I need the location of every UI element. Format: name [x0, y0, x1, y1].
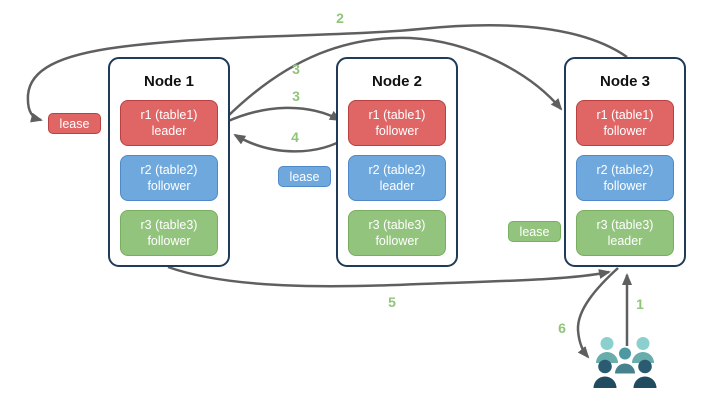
replica-name: r3 (table3) [596, 218, 654, 232]
replica-role: follower [375, 234, 419, 248]
replica-name: r2 (table2) [140, 163, 198, 177]
node-2-replica-r3: r3 (table3) follower [348, 210, 446, 256]
replica-role: follower [375, 124, 419, 138]
node-1-replica-r1: r1 (table1) leader [120, 100, 218, 146]
replica-role: follower [603, 124, 647, 138]
node-3-replica-r1: r1 (table1) follower [576, 100, 674, 146]
node-3-replica-r3: r3 (table3) leader [576, 210, 674, 256]
node-3-replica-r2: r2 (table2) follower [576, 155, 674, 201]
lease-badge-r1: lease [48, 113, 101, 134]
node-1-replica-r2: r2 (table2) follower [120, 155, 218, 201]
replica-name: r2 (table2) [596, 163, 654, 177]
replica-name: r3 (table3) [368, 218, 426, 232]
replica-role: leader [151, 124, 187, 138]
node-2-replica-r2: r2 (table2) leader [348, 155, 446, 201]
node-2: Node 2 r1 (table1) follower r2 (table2) … [336, 57, 458, 267]
replica-role: leader [607, 234, 643, 248]
replica-name: r1 (table1) [596, 108, 654, 122]
arrow-step5-node1-to-node3 [167, 265, 611, 288]
replica-name: r1 (table1) [368, 108, 426, 122]
node-3-title: Node 3 [599, 73, 650, 90]
lease-badge-r2: lease [278, 166, 331, 187]
step-label-2: 2 [336, 10, 344, 26]
node-1-title: Node 1 [143, 73, 194, 90]
node-3: Node 3 r1 (table1) follower r2 (table2) … [564, 57, 686, 267]
node-1-replica-r3: r3 (table3) follower [120, 210, 218, 256]
replica-role: follower [147, 234, 191, 248]
replica-role: follower [147, 179, 191, 193]
replica-name: r1 (table1) [140, 108, 198, 122]
lease-badge-r3: lease [508, 221, 561, 242]
node-2-replica-r1: r1 (table1) follower [348, 100, 446, 146]
step-label-3a: 3 [292, 61, 300, 77]
step-label-4: 4 [291, 129, 299, 145]
step-label-1: 1 [636, 296, 644, 312]
node-1: Node 1 r1 (table1) leader r2 (table2) fo… [108, 57, 230, 267]
step-label-6: 6 [558, 320, 566, 336]
replica-role: follower [603, 179, 647, 193]
replica-role: leader [379, 179, 415, 193]
replica-name: r3 (table3) [140, 218, 198, 232]
node-2-title: Node 2 [371, 73, 422, 90]
arrow-step3-leader-to-node2 [225, 106, 342, 124]
step-label-3b: 3 [292, 88, 300, 104]
step-label-5: 5 [388, 294, 396, 310]
users-group-icon [593, 337, 657, 388]
replica-name: r2 (table2) [368, 163, 426, 177]
